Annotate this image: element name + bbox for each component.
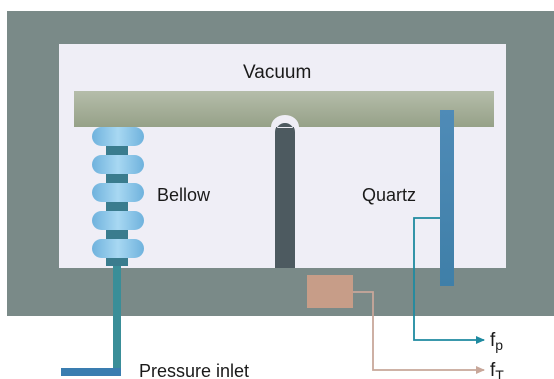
beam-pivot-notch <box>271 115 299 127</box>
pressure-inlet-label: Pressure inlet <box>139 361 249 379</box>
pivot-post-top <box>276 123 294 132</box>
output-fp-base: f <box>490 330 496 351</box>
bellow-segment <box>92 183 144 202</box>
pressure-inlet-pipe-vertical <box>113 264 121 374</box>
pivot-post <box>275 122 295 268</box>
quartz-resonator <box>440 110 454 286</box>
output-ft-sub: T <box>495 367 504 379</box>
signal-line-fp <box>413 217 485 344</box>
output-fp-sub: p <box>495 337 503 353</box>
pressure-inlet-pipe-horizontal <box>61 368 121 376</box>
output-ft-base: f <box>490 360 496 379</box>
vacuum-label: Vacuum <box>243 62 311 83</box>
bellow-segment <box>92 239 144 258</box>
bellow-segment <box>92 155 144 174</box>
temperature-sensor-block <box>307 275 353 308</box>
bellow-segment <box>92 211 144 230</box>
bellow <box>92 127 144 258</box>
quartz-label: Quartz <box>362 185 416 205</box>
bellow-segment <box>92 127 144 146</box>
output-fp-label: fp <box>490 330 503 353</box>
signal-line-ft <box>353 291 485 374</box>
output-ft-label: fT <box>490 360 504 379</box>
bellow-label: Bellow <box>157 185 211 205</box>
